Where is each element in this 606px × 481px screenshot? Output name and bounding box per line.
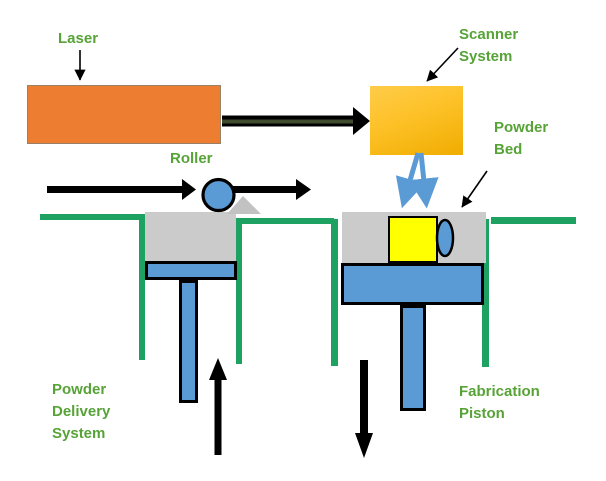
delivery-piston-stem (179, 280, 198, 403)
laser-label: Laser (58, 30, 99, 47)
fabrication-piston-label-line2: Piston (459, 405, 505, 422)
powder-bed-pointer-arrow (461, 170, 488, 208)
delivery-powder-area (145, 212, 236, 262)
piston-down-arrow (355, 360, 373, 458)
build-chamber-left-wall (331, 219, 338, 366)
scanner-system-label: Scanner System (459, 24, 518, 68)
fabrication-piston-label: Fabrication Piston (459, 381, 540, 425)
fabrication-piston-label-line1: Fabrication (459, 383, 540, 400)
roller-circle (201, 177, 236, 213)
powder-flow-arrow-right (226, 179, 311, 200)
powder-flow-arrow-left (47, 179, 196, 200)
powder-delivery-system-label-line2: Delivery (52, 403, 111, 420)
laser-beam-arrow (222, 107, 370, 135)
powder-bed-label: Powder Bed (494, 117, 548, 161)
table-line-right (491, 217, 576, 224)
scanner-system-label-line1: Scanner (459, 26, 519, 43)
scanner-system-box (370, 86, 463, 155)
sintered-part-box (388, 216, 438, 263)
fabrication-piston-stem (400, 305, 426, 411)
delivery-chamber-left-wall (139, 214, 145, 360)
scanner-system-label-line2: System (459, 48, 513, 65)
scanner-pointer-arrow (426, 47, 459, 82)
table-line-left (40, 214, 141, 220)
delivery-piston-platform (145, 261, 237, 280)
laser-source-box (27, 85, 221, 144)
build-chamber-right-wall (482, 219, 489, 367)
roller-label: Roller (170, 150, 213, 167)
powder-delivery-system-label-line1: Powder (52, 381, 107, 398)
powder-delivery-system-label: Powder Delivery System (52, 379, 110, 445)
table-line-middle (242, 218, 334, 224)
powder-delivery-system-label-line3: System (52, 425, 106, 442)
powder-bed-label-line1: Powder (494, 119, 549, 136)
delivery-chamber-right-wall (236, 218, 242, 364)
powder-bed-label-line2: Bed (494, 141, 523, 158)
piston-up-arrow (209, 358, 227, 455)
scanner-beam-arrows (395, 152, 439, 209)
fabrication-piston-platform (341, 263, 484, 305)
